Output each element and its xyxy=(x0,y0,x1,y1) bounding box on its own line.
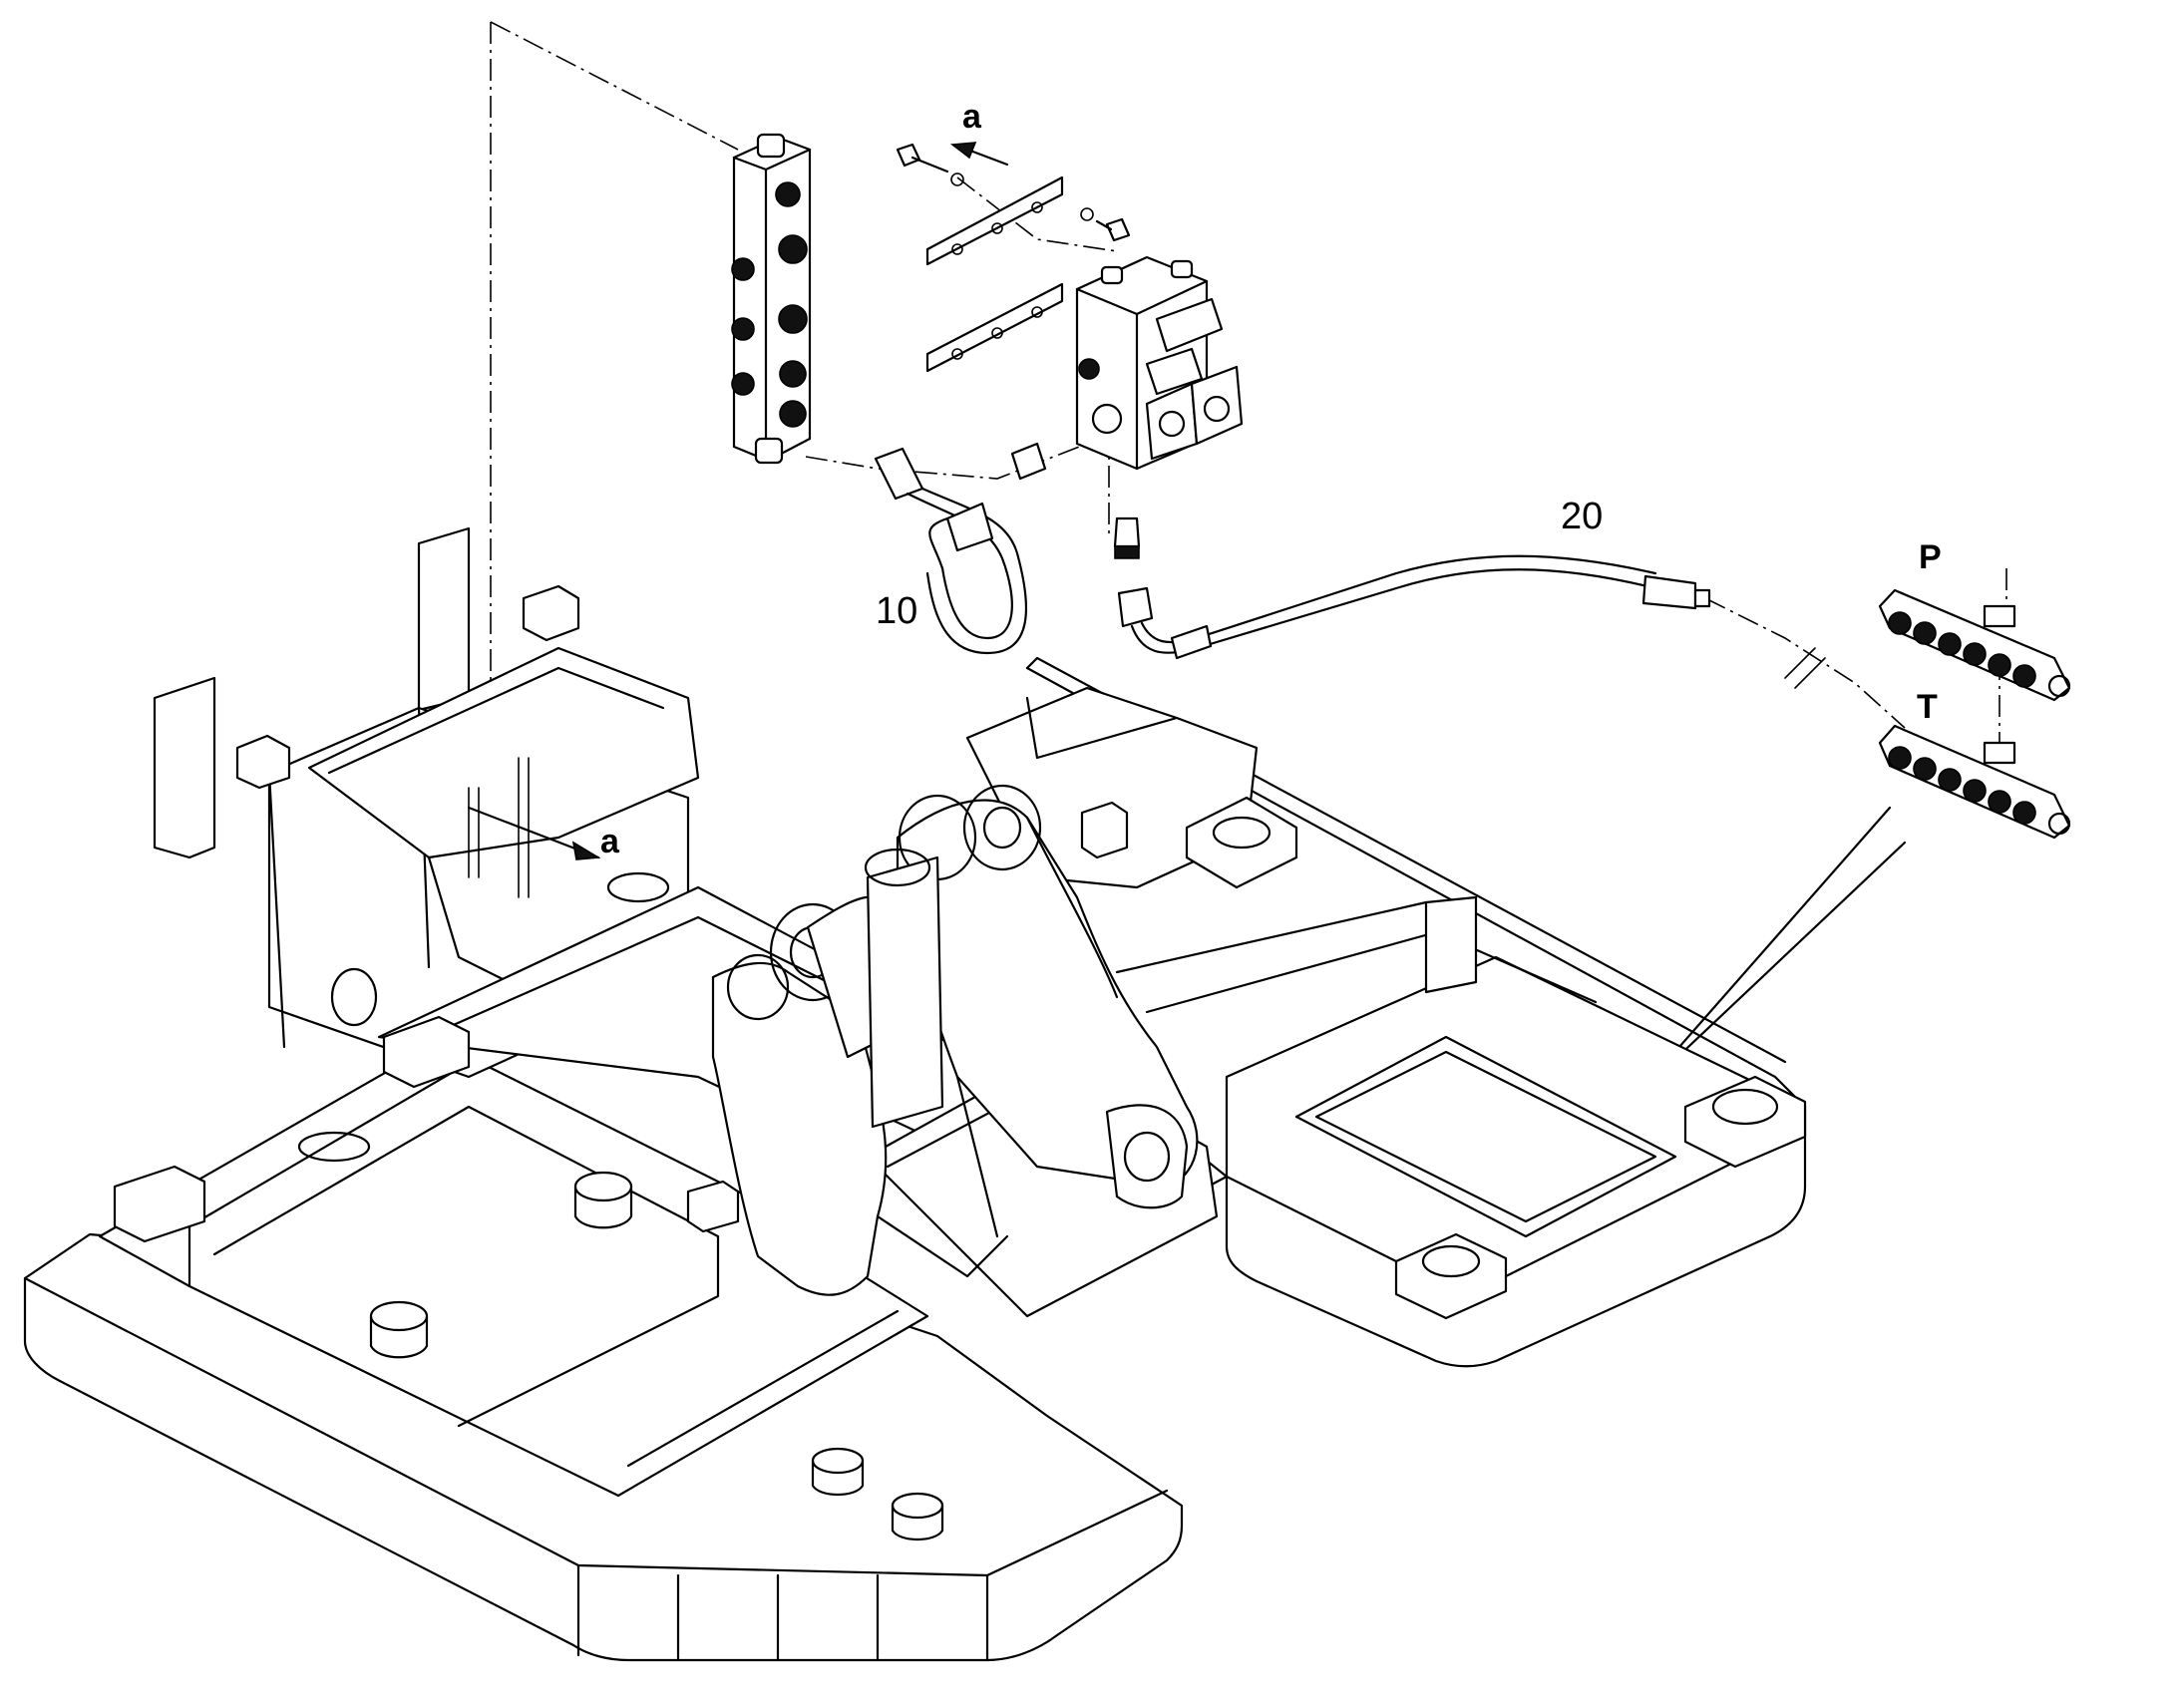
mounting-plates xyxy=(896,143,1131,373)
leader-lines xyxy=(490,21,2007,768)
upper-frame xyxy=(23,526,1807,1662)
manifold-t-icon xyxy=(1878,724,2071,840)
manifold-p-icon xyxy=(1878,588,2071,702)
arrowhead-a-top xyxy=(949,142,977,160)
labels: 10 20 P T a a xyxy=(600,98,1942,860)
label-port-t: T xyxy=(1917,688,1938,726)
label-view-a-frame: a xyxy=(600,823,620,860)
label-view-a-top: a xyxy=(962,98,982,136)
hose-10 xyxy=(874,442,1047,655)
label-port-p: P xyxy=(1919,538,1942,576)
solenoid-valve-block-icon xyxy=(1075,255,1244,559)
label-part-20: 20 xyxy=(1561,496,1603,537)
label-part-10: 10 xyxy=(876,590,917,632)
distributor-block-icon xyxy=(731,133,812,465)
hose-20 xyxy=(1117,554,1711,660)
